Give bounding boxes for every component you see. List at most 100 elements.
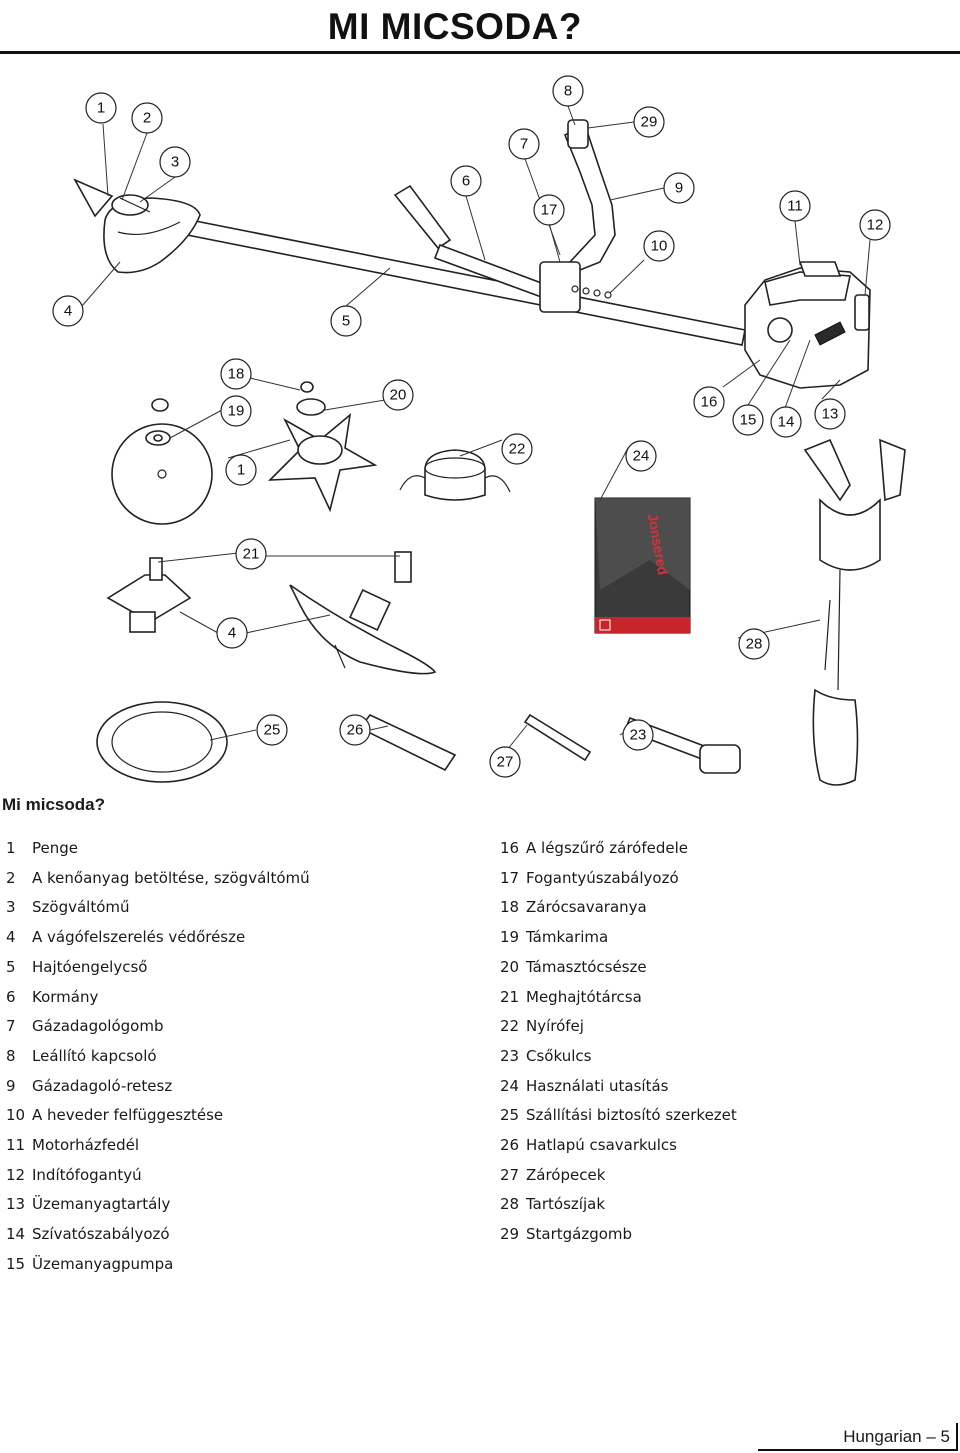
accessories-illustration: Jonsered <box>111 381 691 634</box>
callout-16: 16 <box>693 386 725 418</box>
legend-item: 26 Hatlapú csavarkulcs <box>500 1131 950 1161</box>
legend-number: 27 <box>500 1165 520 1184</box>
callout-22: 22 <box>501 433 533 465</box>
svg-text:18: 18 <box>228 366 245 383</box>
legend-number: 28 <box>500 1195 520 1214</box>
legend-number: 25 <box>500 1106 520 1125</box>
svg-text:16: 16 <box>701 394 718 411</box>
svg-text:2: 2 <box>143 110 151 127</box>
legend-text: Indítófogantyú <box>32 1165 142 1184</box>
legend-text: Üzemanyagpumpa <box>32 1254 174 1273</box>
callout-23: 23 <box>622 719 654 751</box>
legend-text: Használati utasítás <box>526 1076 669 1095</box>
legend-number: 12 <box>6 1165 26 1184</box>
legend-number: 8 <box>6 1046 16 1065</box>
svg-text:25: 25 <box>264 722 281 739</box>
legend-number: 5 <box>6 957 16 976</box>
legend-number: 13 <box>6 1195 26 1214</box>
page-footer: Hungarian – 5 <box>758 1423 958 1451</box>
footer-rule-horizontal <box>758 1449 958 1451</box>
legend-text: Szállítási biztosító szerkezet <box>526 1106 737 1125</box>
legend-item: 3 Szögváltómű <box>6 893 476 923</box>
harness-illustration <box>803 438 906 786</box>
svg-text:24: 24 <box>633 448 650 465</box>
svg-text:4: 4 <box>228 625 236 642</box>
legend-number: 26 <box>500 1136 520 1155</box>
legend-text: Gázadagoló-retesz <box>32 1076 173 1095</box>
callout-17: 17 <box>533 194 565 226</box>
callout-5: 5 <box>330 305 362 337</box>
legend-text: Meghajtótárcsa <box>526 987 642 1006</box>
legend-number: 29 <box>500 1225 520 1244</box>
callout-3: 3 <box>159 146 191 178</box>
svg-text:12: 12 <box>867 217 884 234</box>
legend-item: 6 Kormány <box>6 983 476 1013</box>
legend-number: 24 <box>500 1076 520 1095</box>
legend-text: Penge <box>32 839 78 857</box>
legend-text: Hatlapú csavarkulcs <box>526 1136 677 1155</box>
legend-number: 9 <box>6 1076 16 1095</box>
parts-diagram: Jonsered <box>52 75 906 786</box>
legend-number: 17 <box>500 868 520 887</box>
section-heading: Mi micsoda? <box>2 795 105 814</box>
legend-text: A kenőanyag betöltése, szögváltómű <box>32 868 310 887</box>
legend-item: 28 Tartószíjak <box>500 1190 950 1220</box>
svg-text:5: 5 <box>342 313 350 330</box>
svg-text:7: 7 <box>520 136 528 153</box>
callout-1b: 1 <box>225 454 257 486</box>
callout-13: 13 <box>814 398 846 430</box>
callout-11: 11 <box>779 190 811 222</box>
svg-text:10: 10 <box>651 238 668 255</box>
callout-4: 4 <box>52 295 84 327</box>
callout-29: 29 <box>633 106 665 138</box>
svg-text:14: 14 <box>778 414 795 431</box>
legend-text: Startgázgomb <box>526 1225 633 1244</box>
legend-item: 29 Startgázgomb <box>500 1220 950 1250</box>
trimmer-illustration <box>73 119 871 389</box>
callout-8: 8 <box>552 75 584 107</box>
legend-number: 3 <box>6 898 16 917</box>
footer-rule-vertical <box>956 1423 958 1451</box>
svg-text:19: 19 <box>228 403 245 420</box>
legend-item: 21 Meghajtótárcsa <box>500 983 950 1013</box>
legend-text: Szögváltómű <box>32 898 130 917</box>
svg-text:6: 6 <box>462 173 470 190</box>
legend-item: 11 Motorházfedél <box>6 1131 476 1161</box>
legend-text: A heveder felfüggesztése <box>32 1106 224 1125</box>
legend-text: Kormány <box>32 987 99 1006</box>
callout-4b: 4 <box>216 617 248 649</box>
svg-text:13: 13 <box>822 406 839 423</box>
legend-text: Zárócsavaranya <box>526 898 647 917</box>
svg-text:20: 20 <box>390 387 407 404</box>
legend-item: 24 Használati utasítás <box>500 1072 950 1102</box>
legend-number: 19 <box>500 928 520 947</box>
callout-2: 2 <box>131 102 163 134</box>
legend-number: 20 <box>500 957 520 976</box>
legend-number: 23 <box>500 1046 520 1065</box>
svg-text:1: 1 <box>97 100 105 117</box>
legend-number: 11 <box>6 1136 26 1155</box>
legend-text: Gázadagológomb <box>32 1017 164 1036</box>
legend-text: Tartószíjak <box>526 1195 605 1214</box>
legend-number: 21 <box>500 987 520 1006</box>
legend-number: 7 <box>6 1017 16 1036</box>
callout-9: 9 <box>663 172 695 204</box>
svg-text:17: 17 <box>541 202 558 219</box>
legend-number: 6 <box>6 987 16 1006</box>
legend-number: 14 <box>6 1225 26 1244</box>
legend-text: Motorházfedél <box>32 1136 140 1155</box>
